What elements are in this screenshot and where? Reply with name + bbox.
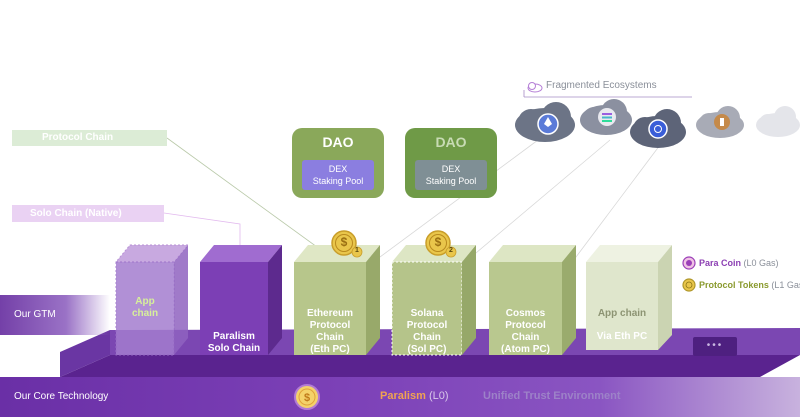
atom-ecosystem-connector (569, 144, 661, 266)
core-technology-label: Our Core Technology (14, 391, 109, 402)
legend-protocol-tokens-name: Protocol Tokens (699, 280, 769, 290)
staking-pool-label: Staking Pool (312, 176, 364, 186)
fragmented-ecosystems-title: Fragmented Ecosystems (546, 80, 657, 91)
coin-icon-2 (425, 230, 457, 258)
staking-pool-label: Staking Pool (425, 176, 477, 186)
empty-cloud-icon (756, 106, 800, 137)
coin-badge-1: 1 (355, 247, 359, 254)
ethereum-protocol-chain-label: Ethereum Protocol Chain (Eth PC) (306, 308, 354, 355)
app-chain-label: App chain (131, 296, 159, 319)
dex-staking-pool: DEX Staking Pool (302, 160, 374, 190)
cosmos-protocol-chain-cube (489, 245, 576, 355)
app-chain-via-eth-top-label: App chain (597, 308, 647, 319)
para-coin-legend-icon (682, 256, 696, 270)
legend-para-coin-gas: (L0 Gas) (743, 258, 779, 268)
coin-symbol: $ (304, 392, 310, 404)
bitcoin-cloud-icon (696, 106, 744, 138)
app-chain-via-eth-bottom-label: Via Eth PC (596, 331, 648, 342)
our-gtm-label: Our GTM (14, 309, 56, 320)
ethereum-cloud-icon (515, 102, 575, 142)
app-chain-cube (114, 244, 190, 356)
solo-chain-tag: Solo Chain (Native) (12, 205, 164, 222)
cosmos-cloud-icon (630, 109, 686, 148)
unified-trust-environment-label: Unified Trust Environment (483, 390, 621, 402)
paralism-solo-chain-label: Paralism Solo Chain (207, 331, 261, 354)
dao-box-ethereum: DAO DEX Staking Pool (292, 128, 384, 198)
fragmented-ecosystems-cloud-icon (527, 82, 543, 93)
cosmos-protocol-chain-label: Cosmos Protocol Chain (Atom PC) (501, 308, 550, 355)
legend-protocol-tokens: Protocol Tokens (L1 Gas) (699, 280, 800, 290)
solo-chain-connector (163, 212, 241, 252)
our-gtm-band: Our GTM (0, 295, 110, 335)
paralism-solo-chain-cube (200, 245, 282, 355)
connector-lines (163, 90, 692, 266)
eth-ecosystem-connector (379, 139, 539, 258)
core-layer: (L0) (428, 390, 449, 402)
protocol-chain-tag: Protocol Chain (12, 130, 167, 146)
dao-title: DAO (435, 134, 467, 150)
solana-cloud-icon (580, 99, 632, 135)
legend-para-coin-name: Para Coin (699, 258, 742, 268)
solana-protocol-chain-label: Solana Protocol Chain (Sol PC) (406, 308, 448, 355)
dex-staking-pool: DEX Staking Pool (415, 160, 487, 190)
app-chain-via-eth-cube (586, 245, 672, 350)
legend-para-coin: Para Coin (L0 Gas) (699, 258, 779, 268)
para-coin-icon: $ (294, 384, 320, 410)
coin-badge-2: 2 (449, 247, 453, 254)
coin-icon-1 (331, 230, 363, 258)
sol-ecosystem-connector (469, 139, 611, 259)
bitcoin-icon (720, 118, 724, 126)
more-chains-indicator: ••• (693, 337, 737, 356)
dao-box-solana: DAO DEX Staking Pool (405, 128, 497, 198)
cosmos-icon (654, 125, 662, 133)
legend-protocol-tokens-gas: (L1 Gas) (771, 280, 800, 290)
ethereum-icon (544, 117, 552, 127)
core-brand-label: Paralism (L0) (380, 390, 449, 402)
protocol-chain-connector (166, 137, 329, 256)
coin-symbol-2: $ (434, 235, 442, 249)
protocol-token-legend-icon (682, 278, 696, 292)
dao-title: DAO (322, 134, 354, 150)
dex-label: DEX (441, 164, 461, 174)
core-brand-name: Paralism (380, 390, 426, 402)
core-technology-band: Our Core Technology (0, 377, 800, 417)
coin-symbol-1: $ (340, 235, 348, 249)
dex-label: DEX (328, 164, 348, 174)
solana-icon (602, 113, 612, 122)
